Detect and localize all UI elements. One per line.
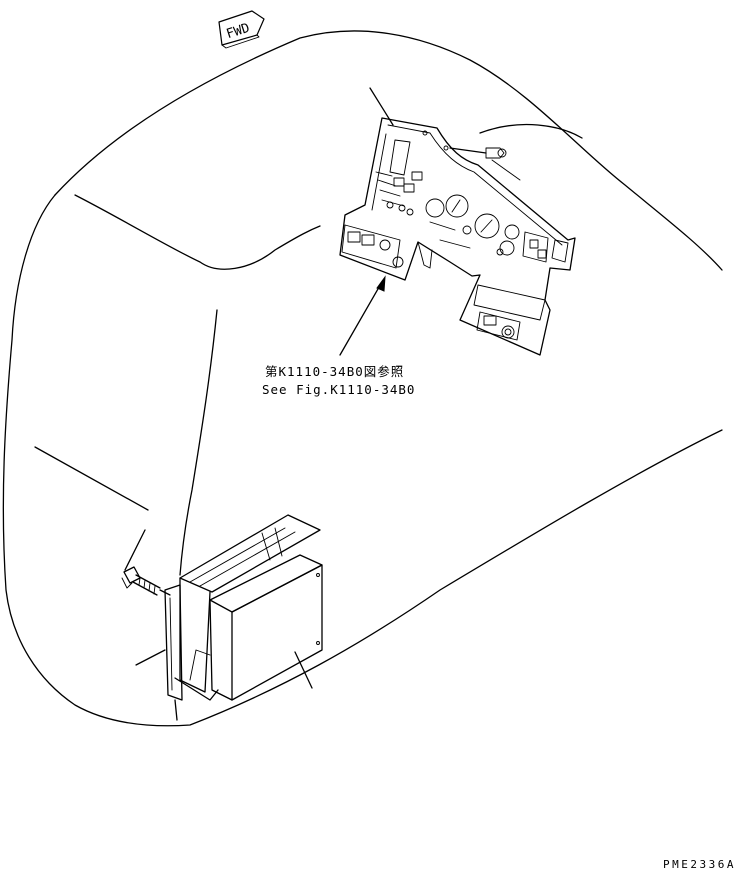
reference-leader-arrow — [339, 275, 386, 356]
drawing-code: PME2336A — [663, 858, 736, 871]
fwd-label: FWD — [225, 21, 252, 43]
bracket-leader-line — [135, 649, 166, 666]
controller-bracket — [164, 514, 321, 701]
controller-box — [209, 554, 323, 701]
cab-outline — [2, 30, 723, 727]
fwd-direction-arrow: FWD — [218, 10, 265, 49]
reference-label-en: See Fig.K1110-34B0 — [262, 382, 415, 397]
bolt — [121, 529, 171, 596]
reference-label-jp: 第K1110-34B0図参照 — [265, 364, 404, 379]
instrument-panel — [339, 117, 576, 356]
